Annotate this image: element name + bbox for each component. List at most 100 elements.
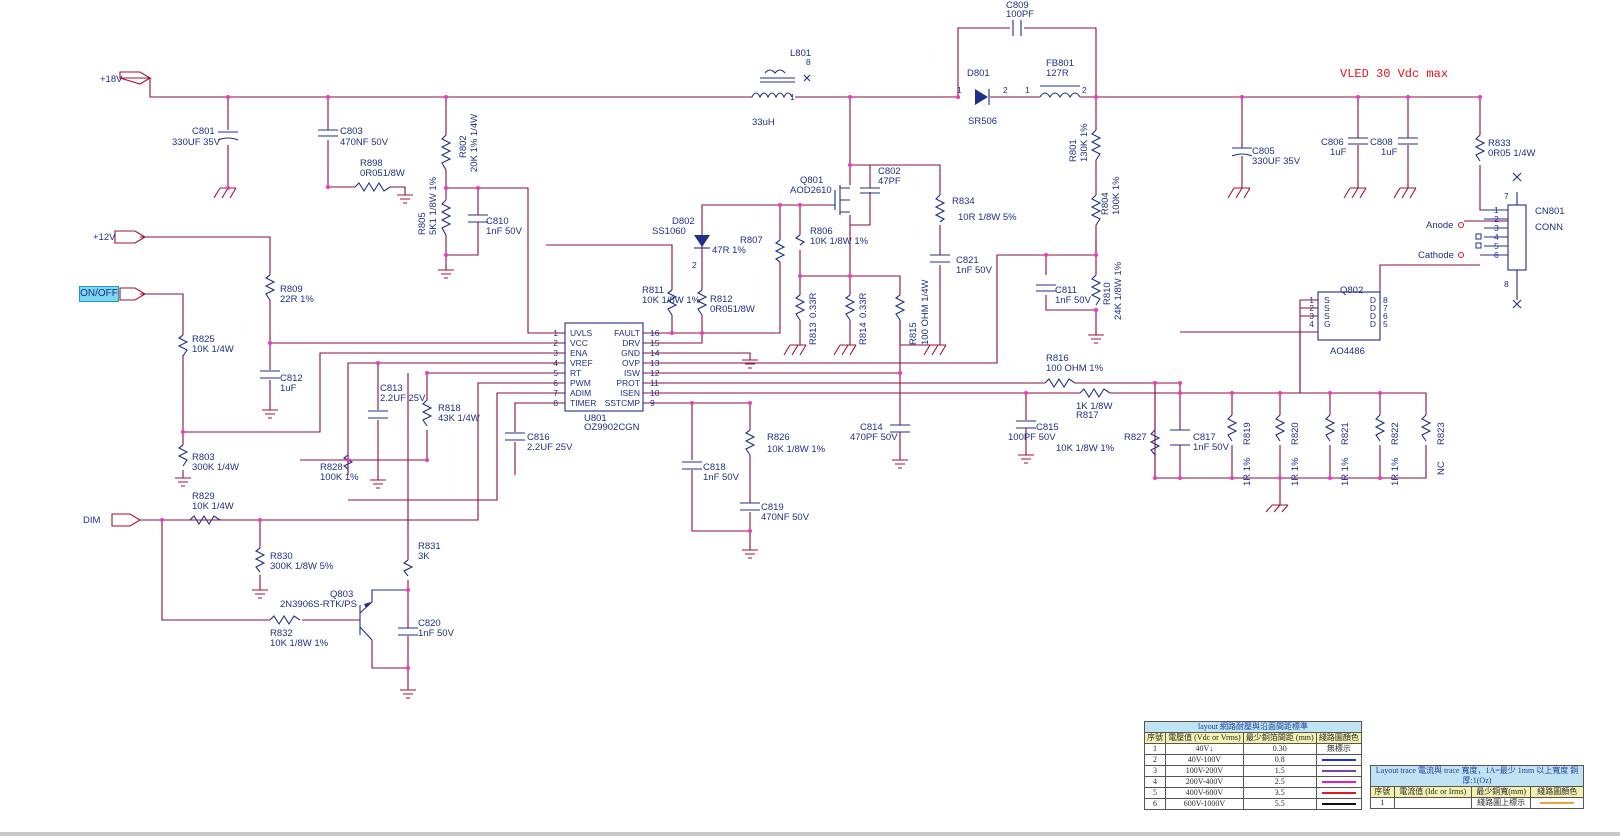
color-swatch-line (1321, 792, 1356, 795)
label-r826: R826 (767, 432, 790, 443)
trace-cell-no: 1 (1370, 797, 1395, 809)
resistor-r810 (1090, 274, 1102, 306)
cn801-ref: CN801 (1535, 206, 1565, 217)
label-q801: Q801 (800, 175, 823, 186)
spacing-cell-no: 1 (1143, 743, 1167, 755)
value-r809: 22R 1% (280, 294, 314, 305)
ic-u801-pin-number: 13 (650, 358, 660, 368)
label-r829: R829 (192, 491, 215, 502)
label-c809: C809 (1006, 0, 1029, 11)
capacitor-c821 (930, 254, 950, 263)
resistor-r805 (440, 199, 452, 236)
spacing-cell-color (1315, 754, 1363, 766)
value-r819: 1R 1% (1242, 457, 1253, 486)
value-r823: NC (1436, 461, 1447, 475)
capacitor-c809 (1012, 20, 1022, 36)
transistor-q803 (359, 589, 408, 641)
label-c808: C808 (1370, 137, 1393, 148)
spacing-cell-voltage: 600V-1000V (1165, 798, 1244, 810)
components (111, 20, 1527, 699)
label-r812: R812 (710, 294, 733, 305)
pin-fb801-2: 2 (1082, 85, 1087, 95)
value-c821: 1nF 50V (956, 265, 993, 276)
resistor-r802 (440, 134, 452, 171)
value-r833: 0R05 1/4W (1488, 148, 1536, 159)
label-c811: C811 (1055, 285, 1077, 296)
ic-u801-pin-number: 8 (553, 398, 558, 408)
spacing-header-no: 序號 (1143, 732, 1167, 744)
spacing-cell-voltage: 200V-400V (1165, 776, 1244, 788)
label-r821: R821 (1340, 422, 1351, 445)
resistor-r834 (934, 194, 946, 223)
value-r807: 47R 1% (712, 245, 746, 256)
label-r816: R816 (1046, 353, 1069, 364)
label-r825: R825 (192, 334, 215, 345)
label-r833: R833 (1488, 138, 1511, 149)
value-r814: 0.33R (858, 293, 869, 318)
junction-dots (160, 95, 1482, 670)
ic-u801-pin-number: 5 (553, 368, 558, 378)
ic-u801-right-pins: 16FAULT15DRV14GND13OVP12ISW11PROT10ISEN9… (605, 328, 660, 408)
value-c809: 100PF (1006, 9, 1034, 20)
resistor-r818 (421, 399, 433, 427)
value-q803: 2N3906S-RTK/PS (280, 599, 357, 610)
ic-u801-pin-name: TIMER (570, 398, 596, 408)
ic-u801-pin-name: FAULT (614, 328, 640, 338)
resistor-r816 (1044, 377, 1076, 389)
cn801-part: CONN (1535, 222, 1563, 233)
window-bottom-edge (0, 832, 1620, 836)
label-r898: R898 (360, 158, 383, 169)
vled-note: VLED 30 Vdc max (1340, 67, 1448, 81)
spacing-cell-voltage: 400V-600V (1165, 787, 1244, 799)
resistor-r815 (894, 294, 906, 321)
capacitor-c818 (682, 461, 702, 470)
ic-u801-pin-name: OVP (622, 358, 640, 368)
label-r820: R820 (1290, 422, 1301, 445)
color-swatch-line (1540, 802, 1575, 805)
q802-pin-number: 1 (1309, 295, 1314, 305)
value-r826: 10K 1/8W 1% (767, 444, 826, 455)
ferrite-fb801 (1039, 85, 1081, 99)
label-r806: R806 (810, 226, 833, 237)
resistor-r803 (177, 444, 189, 467)
value-c818: 1nF 50V (703, 472, 740, 483)
value-c814: 470PF 50V (850, 432, 898, 443)
resistor-r833 (1474, 134, 1486, 162)
label-r807: R807 (740, 235, 763, 246)
value-r825: 10K 1/4W (192, 344, 234, 355)
label-c805: C805 (1252, 146, 1275, 157)
q802-pin-name: D (1370, 311, 1376, 321)
label-r823: R823 (1436, 422, 1447, 445)
resistor-r827 (1149, 429, 1161, 456)
ic-u801-pin-name: PROT (616, 378, 640, 388)
label-c820: C820 (418, 618, 441, 629)
value-c815b: 10K 1/8W 1% (1056, 443, 1115, 454)
net-label-onoff[interactable]: ON/OFF (79, 286, 119, 302)
capacitor-c801 (217, 131, 239, 141)
value-r815: 100 OHM 1/4W (920, 280, 931, 345)
net-label-anode: Anode (1426, 220, 1453, 231)
spacing-cell-color: 無標示 (1315, 743, 1363, 755)
q802-pin-name: S (1324, 311, 1330, 321)
label-r813: R813 (808, 322, 819, 345)
ic-u801-pin-number: 11 (650, 378, 659, 388)
color-swatch-line (1321, 770, 1356, 773)
spacing-standard-table: layout 網路耐壓與沿面間距標準 序號 電壓值 (Vdc or Vrms) … (1143, 721, 1363, 810)
q802-pin-name: G (1324, 319, 1331, 329)
value-l801: 33uH (752, 117, 775, 128)
connector-cn801-body (1507, 204, 1527, 271)
value-r806: 10K 1/8W 1% (810, 236, 869, 247)
label-r805: R805 (417, 212, 428, 235)
label-r817: R817 (1076, 410, 1099, 421)
spacing-cell-spacing: 5.5 (1242, 798, 1317, 810)
value-d802: SS1060 (652, 226, 686, 237)
trace-header-color: 綫路圖顏色 (1530, 786, 1584, 798)
label-r831: R831 (418, 541, 441, 552)
resistor-r822 (1374, 414, 1386, 442)
diode-d802 (694, 235, 710, 249)
